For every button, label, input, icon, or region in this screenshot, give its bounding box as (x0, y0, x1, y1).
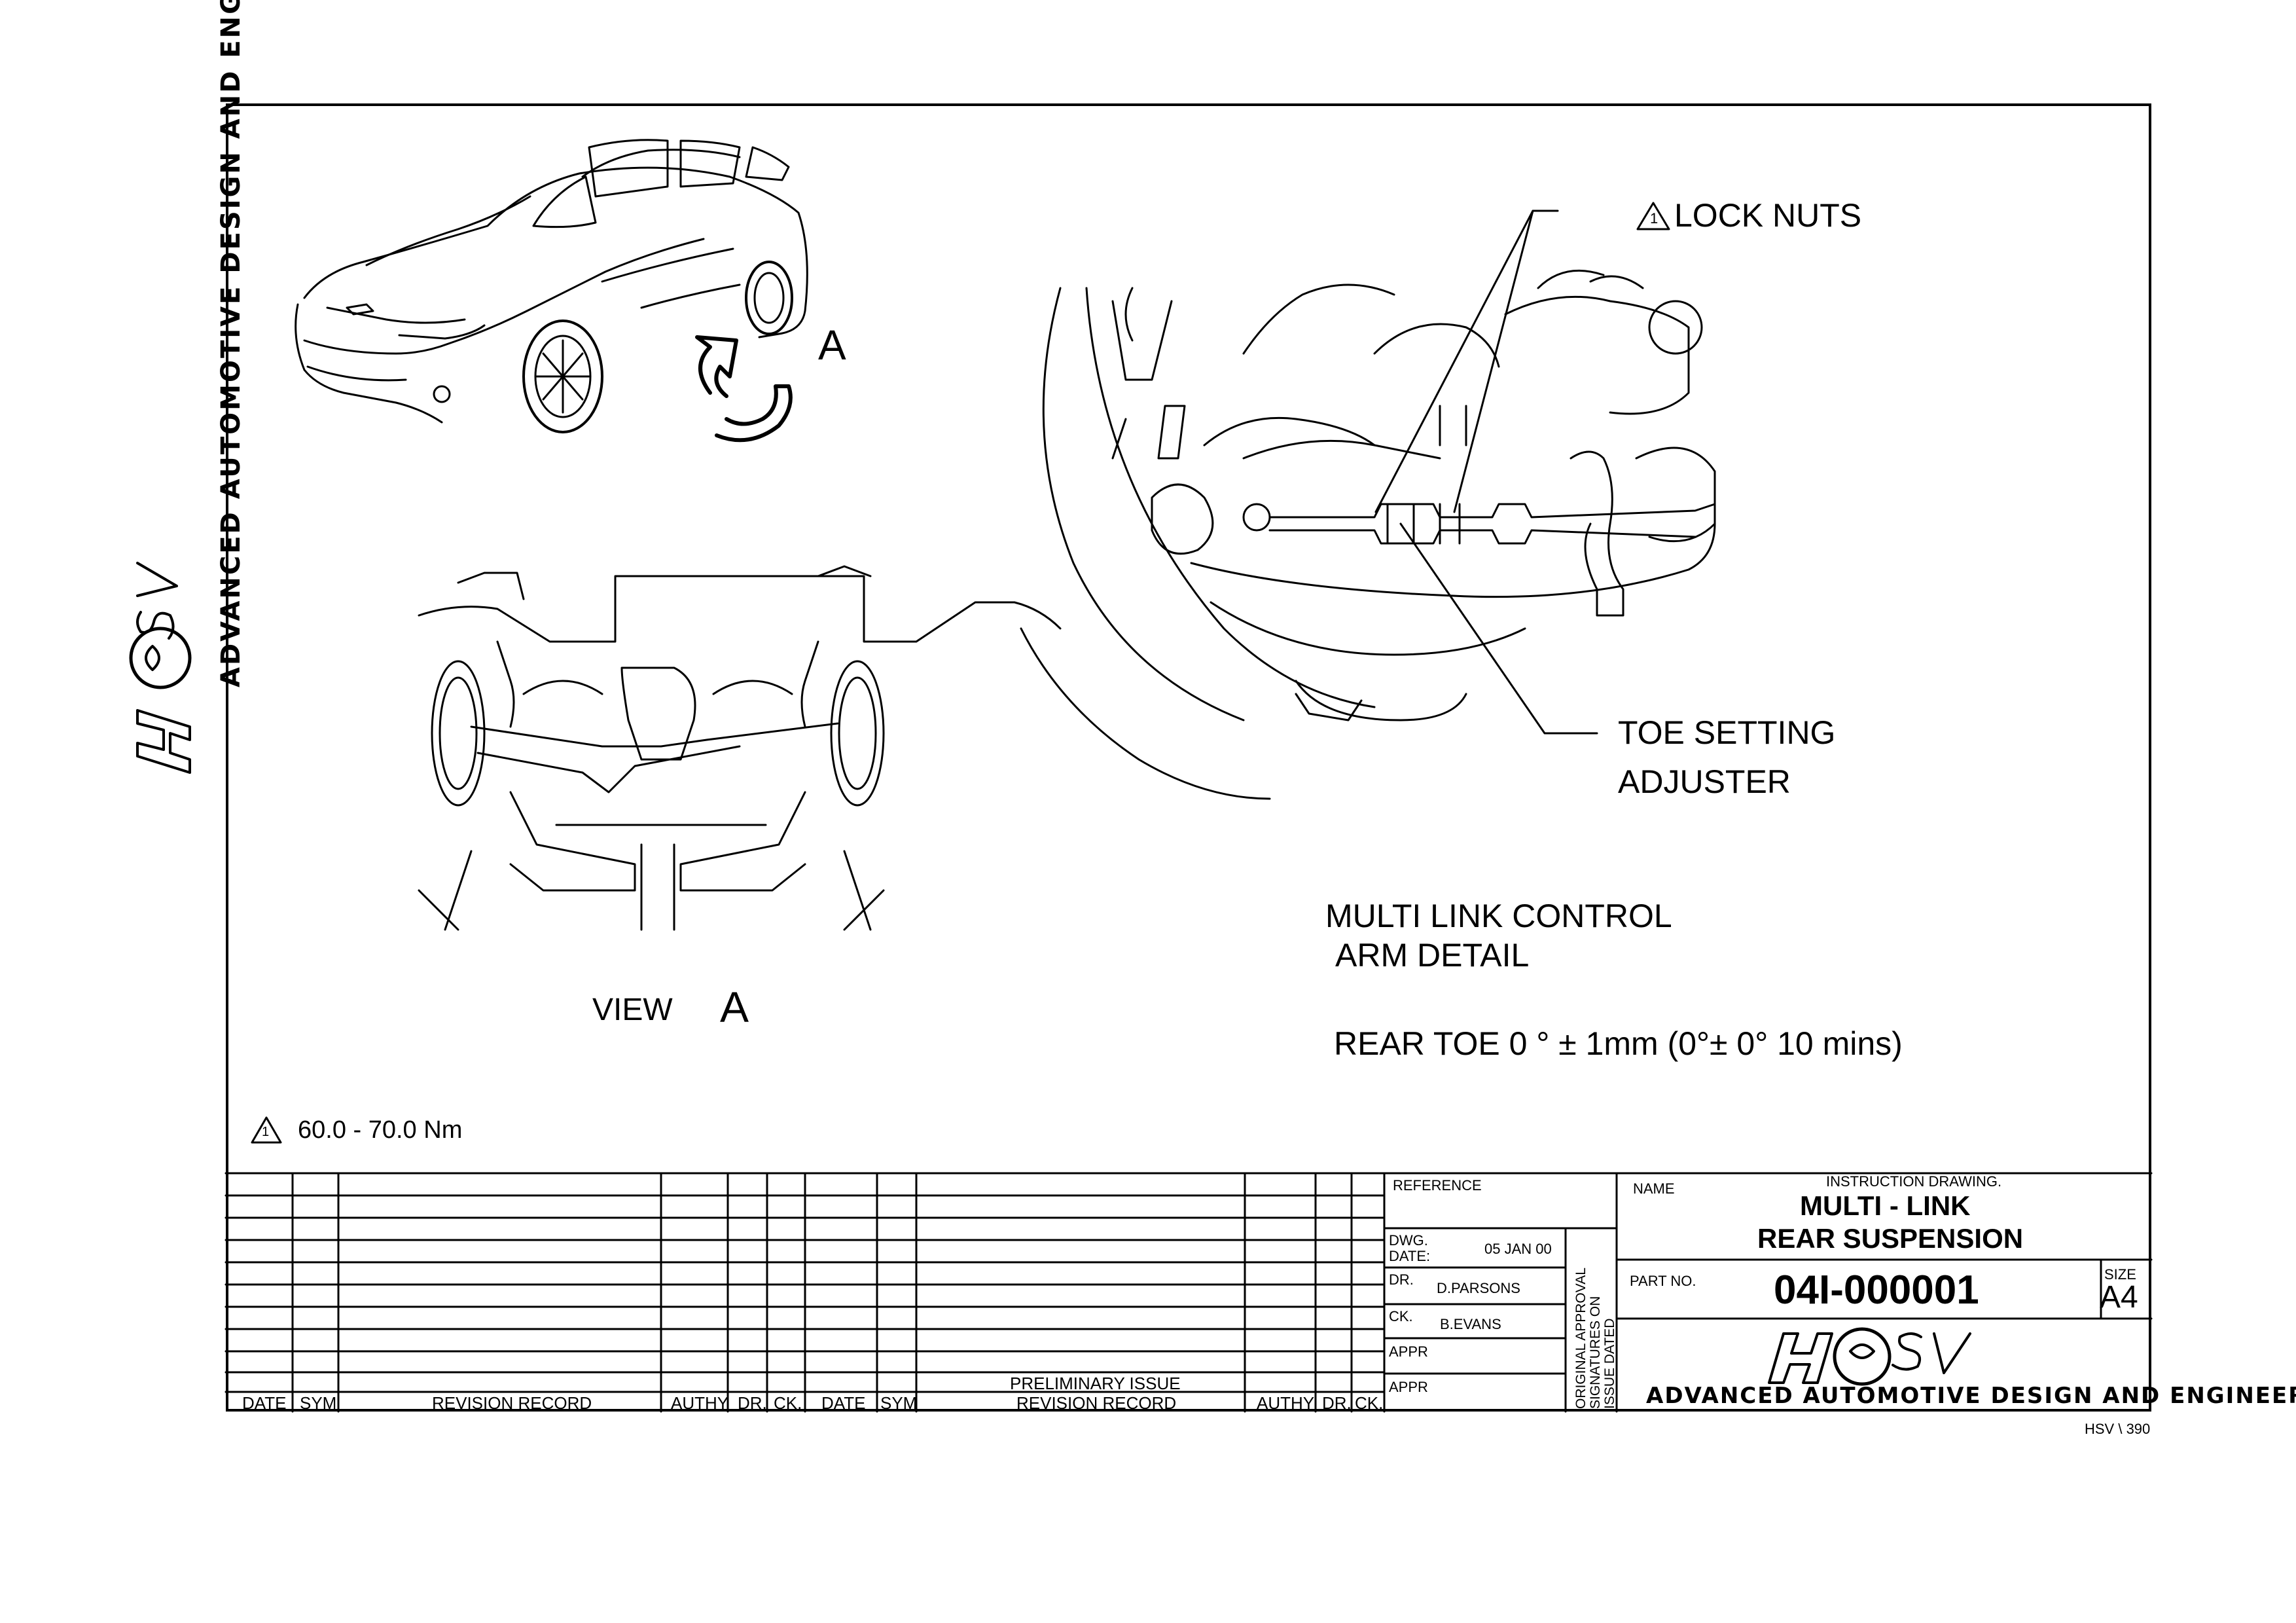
size-label: SIZE (2104, 1266, 2136, 1283)
appr-label-1: APPR (1389, 1343, 1428, 1360)
title-block-logo-icon (1768, 1327, 1971, 1386)
part-no-value: 04I-000001 (1774, 1267, 1979, 1313)
callout-lines (1374, 210, 1598, 735)
ck-label: CK. (1389, 1308, 1413, 1324)
rev-header-dr-1: DR. (738, 1393, 767, 1413)
reference-label: REFERENCE (1393, 1177, 1482, 1194)
underbody-illustration (418, 565, 1062, 931)
rev-header-date-1: DATE (242, 1393, 287, 1413)
callout-toe-line1: TOE SETTING (1618, 714, 1836, 751)
dwg-date-value: 05 JAN 00 (1484, 1241, 1552, 1257)
name-sub: INSTRUCTION DRAWING. (1826, 1173, 2002, 1190)
size-value: A4 (2100, 1280, 2138, 1315)
view-label: VIEW (592, 993, 673, 1027)
doc-ref: HSV \ 390 (2085, 1421, 2151, 1437)
dwg-date-label-2: DATE: (1389, 1248, 1431, 1264)
view-marker: A (818, 321, 846, 369)
torque-warning-number: 1 (262, 1125, 270, 1139)
signature-note-3: ISSUE DATED (1602, 1318, 1617, 1409)
detail-title-line1: MULTI LINK CONTROL (1325, 898, 1672, 934)
title-block-grid (224, 1172, 2153, 1413)
preliminary-issue: PRELIMINARY ISSUE (1010, 1374, 1181, 1393)
callout-toe-line2: ADJUSTER (1618, 763, 1791, 800)
torque-note: 60.0 - 70.0 Nm (298, 1116, 463, 1144)
rev-header-dr-2: DR. (1322, 1393, 1352, 1413)
rev-header-ck-2: CK. (1355, 1393, 1384, 1413)
name-label: NAME (1633, 1180, 1675, 1197)
part-no-label: PART NO. (1630, 1273, 1696, 1289)
dr-label: DR. (1389, 1271, 1414, 1288)
ck-value: B.EVANS (1440, 1316, 1501, 1332)
lock-nuts-warning-number: 1 (1650, 210, 1659, 227)
drawing-frame (226, 103, 2151, 1412)
signature-note-1: ORIGINAL APPROVAL (1573, 1267, 1588, 1409)
signature-note: ORIGINAL APPROVAL SIGNATURES ON ISSUE DA… (1573, 1267, 1617, 1409)
name-line2: REAR SUSPENSION (1757, 1223, 2024, 1254)
rev-header-record-2: REVISION RECORD (1016, 1393, 1177, 1413)
dwg-date-label-1: DWG. (1389, 1232, 1428, 1249)
dr-value: D.PARSONS (1437, 1280, 1520, 1296)
signature-note-2: SIGNATURES ON (1588, 1296, 1603, 1409)
rev-header-authy-2: AUTHY (1257, 1393, 1315, 1413)
title-block-company: ADVANCED AUTOMOTIVE DESIGN AND ENGINEERI… (1646, 1383, 2296, 1409)
view-label-letter: A (720, 983, 749, 1031)
multilink-detail-illustration (1020, 269, 1716, 800)
side-logo-icon (129, 562, 192, 774)
appr-label-2: APPR (1389, 1379, 1428, 1395)
rev-header-authy-1: AUTHY (671, 1393, 729, 1413)
name-line1: MULTI - LINK (1800, 1190, 1971, 1221)
rotate-arrow-icon (695, 335, 793, 443)
callout-lock-nuts: LOCK NUTS (1674, 197, 1862, 234)
rev-header-record-1: REVISION RECORD (432, 1393, 592, 1413)
rev-header-date-2: DATE (821, 1393, 866, 1413)
detail-title-line2: ARM DETAIL (1335, 937, 1530, 974)
car-illustration (295, 139, 808, 433)
rev-header-ck-1: CK. (774, 1393, 802, 1413)
rear-toe-spec: REAR TOE 0 ° ± 1mm (0°± 0° 10 mins) (1334, 1025, 1903, 1062)
warning-triangle-icon (251, 202, 1670, 1144)
rev-header-sym-2: SYM (880, 1393, 918, 1413)
rev-header-sym-1: SYM (300, 1393, 337, 1413)
